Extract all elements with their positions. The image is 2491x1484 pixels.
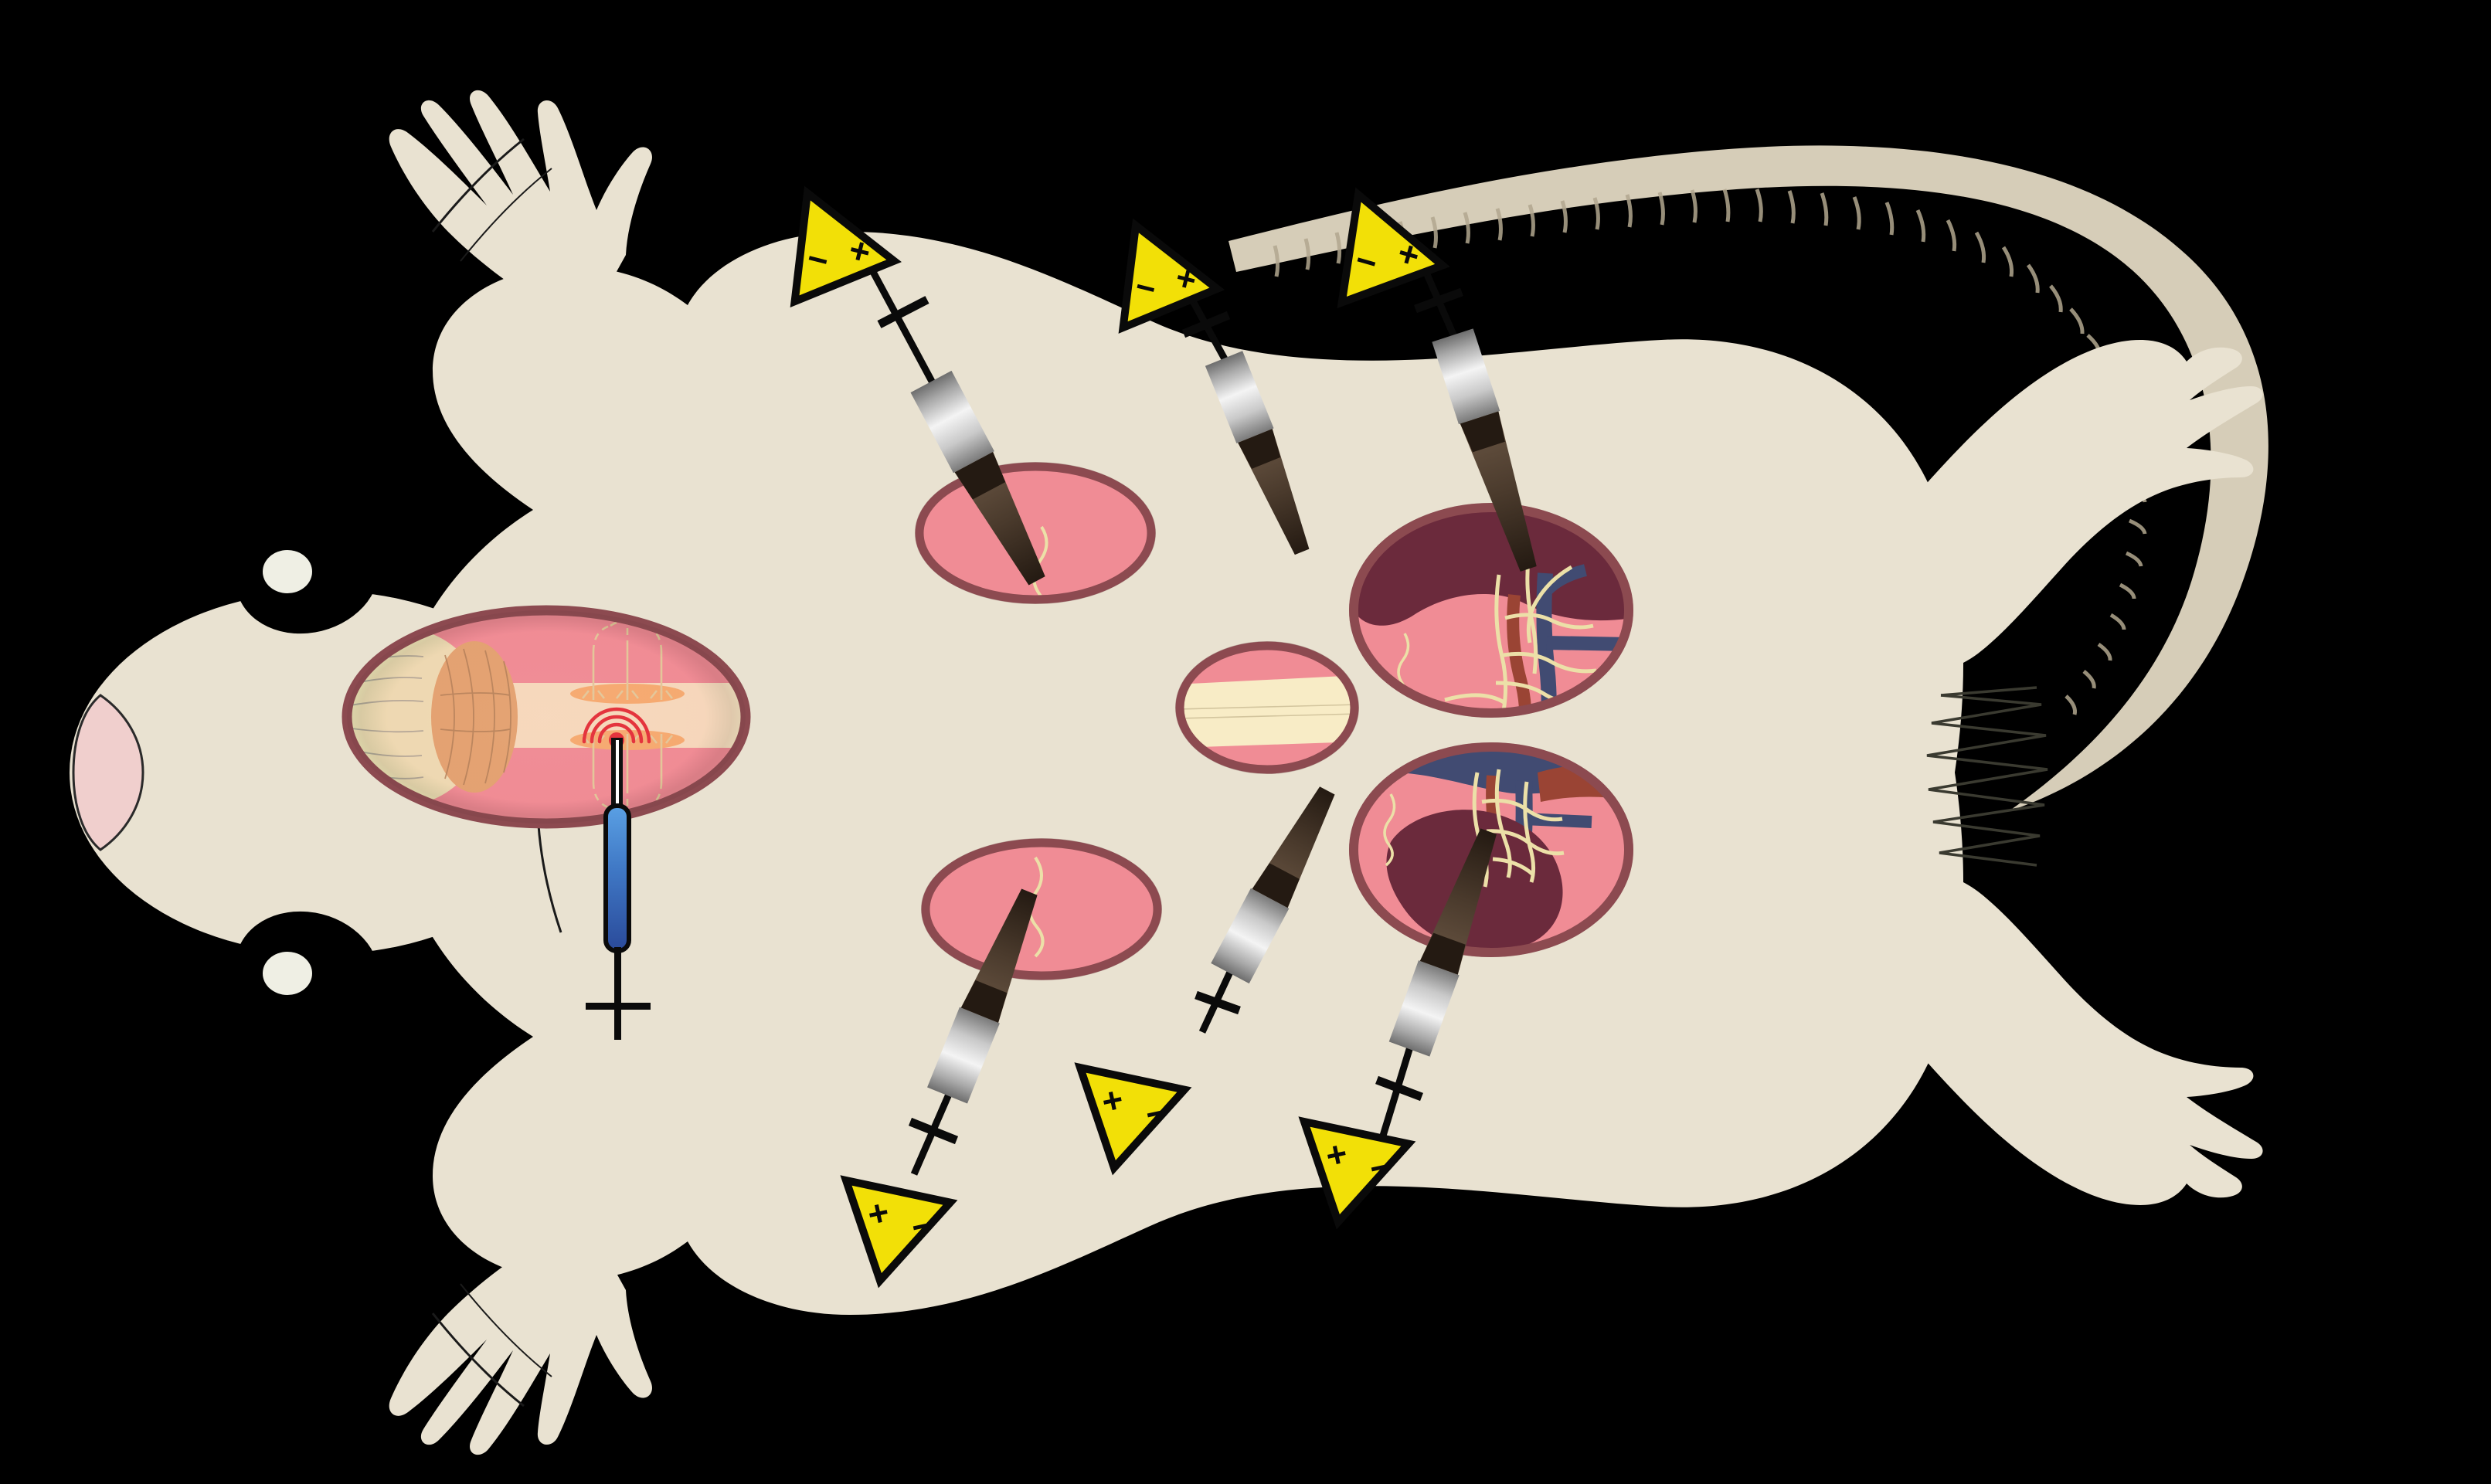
injector-2-hub [1238, 429, 1281, 469]
injector-2-barrel [1205, 351, 1274, 443]
injector-5-flange [1195, 990, 1241, 1015]
injector-6-flange [1375, 1075, 1423, 1102]
injector-3-flange [1414, 287, 1463, 314]
injector-6-barrel [1388, 960, 1460, 1057]
free-nerve-fiber-lower [1383, 793, 1396, 867]
probe-cable [614, 947, 621, 1027]
injector-1-barrel [910, 370, 994, 474]
upper-hindpaw [1863, 340, 2263, 674]
ear-left [235, 514, 380, 634]
tail-rings [1273, 188, 2147, 715]
electrode-marker-1[interactable]: − + [781, 185, 905, 322]
warning-triangle-icon [1337, 187, 1450, 309]
warning-triangle-icon [1118, 218, 1225, 334]
electrode-marker-5[interactable]: + − [1298, 1102, 1422, 1230]
nerve-inset-contents [1180, 675, 1354, 748]
tail [1229, 145, 2268, 812]
ear-right [235, 911, 380, 1031]
rump-fur-tuft [1926, 686, 2048, 867]
mouse-torso [386, 232, 1964, 1315]
kidney-cortex-upper [1354, 510, 1629, 626]
injector-4-barrel [927, 1007, 1000, 1104]
mouse-figure [70, 90, 2268, 1455]
hindlimb-muscle-inset[interactable] [921, 838, 1162, 980]
injector-3[interactable] [1414, 253, 1549, 576]
injector-1-wire [864, 258, 938, 389]
electrode-marker-4[interactable]: + − [1074, 1048, 1198, 1176]
injector-3-needle [1460, 411, 1537, 572]
nerve-trunk-band [1180, 675, 1354, 748]
injector-4-flange [908, 1117, 959, 1145]
injector-1-flange [877, 296, 929, 328]
electrode-marker-2[interactable]: − + [1111, 218, 1227, 348]
probe-shaft-core [616, 740, 619, 831]
upper-kidney-hilum-inset[interactable] [1349, 503, 1633, 737]
injector-6[interactable] [1375, 824, 1509, 1137]
kidney-lower-rim [1349, 742, 1633, 957]
renal-artery-upper [1507, 594, 1532, 713]
peripheral-nerve-inset[interactable] [1174, 641, 1361, 774]
injector-5[interactable] [1195, 780, 1347, 1034]
brain-inset[interactable] [317, 605, 751, 829]
right-forepaw [389, 1221, 652, 1455]
injector-5-hub [1252, 863, 1300, 908]
kidney-upper-rim [1349, 503, 1633, 718]
injector-1-hub [954, 452, 1006, 500]
electrode-marker-6[interactable]: + − [840, 1160, 963, 1289]
nerve-axon-lines [1180, 704, 1354, 719]
probe-cable-stem [614, 1003, 621, 1040]
injector-1[interactable] [864, 258, 1058, 592]
warning-triangle-icon [1074, 1062, 1192, 1176]
nose [72, 694, 144, 851]
probe-body[interactable] [603, 803, 631, 953]
warning-triangle-icon [790, 185, 902, 308]
injector-6-hub [1419, 932, 1466, 975]
lower-hindpaw [1863, 871, 2263, 1205]
electrode-marker-3[interactable]: − + [1328, 187, 1455, 326]
injector-4-hub [960, 980, 1008, 1023]
injector-5-barrel [1211, 888, 1290, 984]
renal-vein-upper-arm [1542, 564, 1588, 595]
injector-2-flange [1181, 311, 1231, 338]
optical-fiber-probe[interactable] [586, 738, 651, 1040]
muscle-inset-lower-field [926, 843, 1157, 976]
muscle-inset-lower-rim [921, 838, 1162, 980]
injector-3-hub [1460, 411, 1505, 453]
injector-4[interactable] [908, 884, 1049, 1176]
warning-triangle-icon [840, 1175, 958, 1289]
left-forepaw [389, 90, 652, 324]
muscle-inset-upper-rim [915, 462, 1156, 604]
warning-triangle-icon [1298, 1116, 1416, 1230]
injector-3-barrel [1432, 328, 1500, 425]
nerve-inset-rim [1175, 641, 1359, 774]
